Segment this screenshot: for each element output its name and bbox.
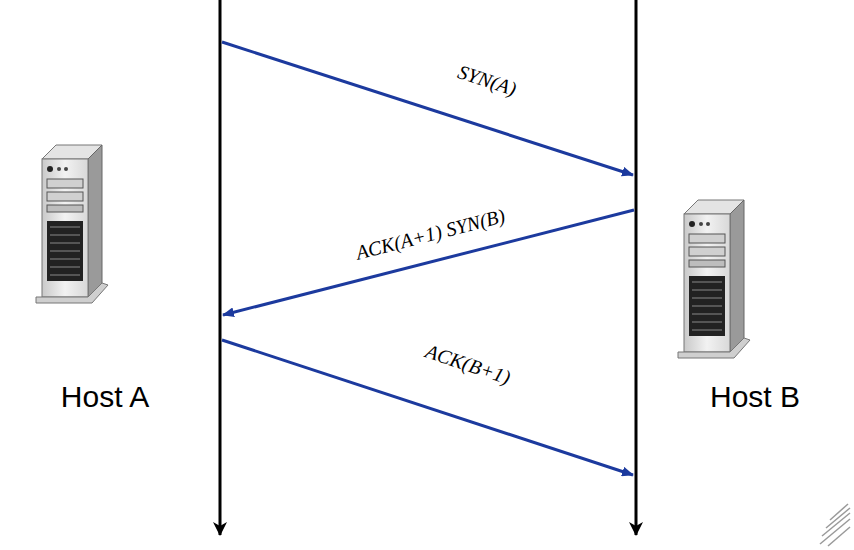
server-icon	[36, 145, 108, 303]
message-label: ACK(A+1) SYN(B)	[353, 204, 507, 264]
message-label: ACK(B+1)	[423, 339, 514, 388]
corner-mark	[820, 504, 850, 546]
message-arrow	[222, 42, 633, 175]
server-icon	[678, 200, 750, 358]
message-label: SYN(A)	[455, 60, 519, 100]
message-arrow	[222, 340, 633, 475]
timeline	[635, 0, 638, 535]
timeline	[219, 0, 222, 535]
host-label: Host A	[61, 380, 149, 414]
host-label: Host B	[710, 380, 800, 414]
